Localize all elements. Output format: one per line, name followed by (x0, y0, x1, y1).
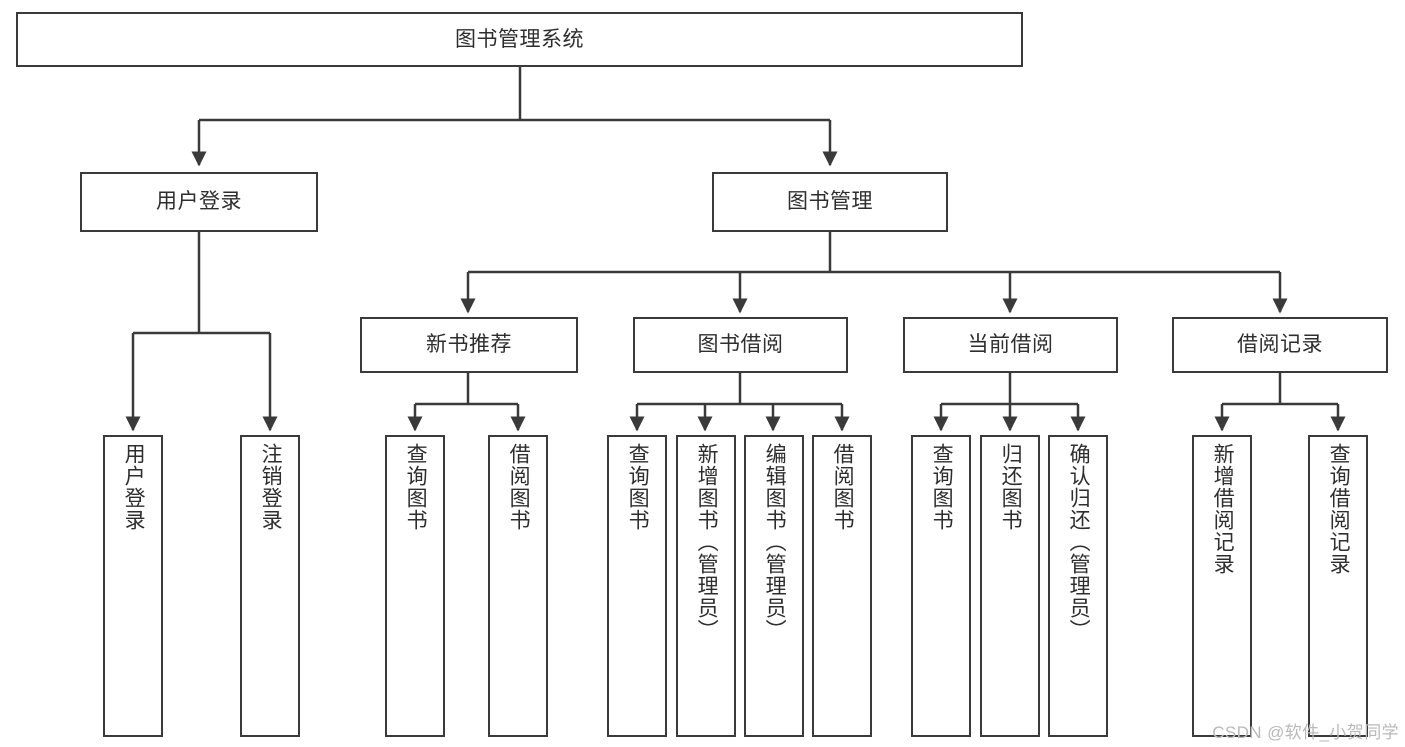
node-new-book-recommend-label: 新书推荐 (426, 333, 512, 357)
node-borrow-record-label: 借阅记录 (1237, 333, 1323, 357)
leaf-current-borrow-1[interactable]: 查询图书 (911, 435, 971, 737)
leaf-label: 借阅图书 (507, 443, 531, 531)
node-borrow-record[interactable]: 借阅记录 (1172, 317, 1388, 373)
leaf-new-book-2[interactable]: 借阅图书 (488, 435, 548, 737)
leaf-user-login-1[interactable]: 用户登录 (103, 435, 163, 737)
node-book-borrow-label: 图书借阅 (697, 333, 784, 357)
csdn-watermark: CSDN @软件_小贺同学 (1212, 723, 1399, 742)
leaf-label: 新增图书（管理员） (695, 443, 719, 641)
leaf-current-borrow-3[interactable]: 确认归还（管理员） (1048, 435, 1108, 737)
node-root[interactable]: 图书管理系统 (16, 12, 1023, 67)
leaf-label: 查询借阅记录 (1327, 443, 1351, 575)
leaf-label: 查询图书 (626, 443, 650, 531)
node-current-borrow-label: 当前借阅 (967, 333, 1054, 357)
leaf-user-login-2[interactable]: 注销登录 (240, 435, 300, 737)
node-book-borrow[interactable]: 图书借阅 (633, 317, 848, 373)
leaf-label: 用户登录 (122, 443, 146, 531)
node-current-borrow[interactable]: 当前借阅 (903, 317, 1118, 373)
leaf-label: 注销登录 (259, 443, 283, 531)
node-user-login[interactable]: 用户登录 (80, 172, 318, 232)
node-root-label: 图书管理系统 (455, 27, 584, 51)
leaf-label: 编辑图书（管理员） (763, 443, 787, 641)
leaf-label: 借阅图书 (831, 443, 855, 531)
leaf-book-borrow-4[interactable]: 借阅图书 (812, 435, 872, 737)
leaf-label: 归还图书 (999, 443, 1023, 531)
node-book-manage-label: 图书管理 (787, 190, 873, 214)
node-book-manage[interactable]: 图书管理 (712, 172, 948, 232)
leaf-current-borrow-2[interactable]: 归还图书 (980, 435, 1040, 737)
leaf-borrow-record-1[interactable]: 新增借阅记录 (1192, 435, 1252, 737)
node-new-book-recommend[interactable]: 新书推荐 (360, 317, 578, 373)
node-user-login-label: 用户登录 (156, 190, 242, 214)
leaf-book-borrow-3[interactable]: 编辑图书（管理员） (744, 435, 804, 737)
leaf-borrow-record-2[interactable]: 查询借阅记录 (1308, 435, 1368, 737)
leaf-new-book-1[interactable]: 查询图书 (385, 435, 445, 737)
leaf-book-borrow-1[interactable]: 查询图书 (607, 435, 667, 737)
leaf-label: 查询图书 (930, 443, 954, 531)
leaf-label: 查询图书 (404, 443, 428, 531)
leaf-label: 新增借阅记录 (1211, 443, 1235, 575)
leaf-book-borrow-2[interactable]: 新增图书（管理员） (676, 435, 736, 737)
leaf-label: 确认归还（管理员） (1067, 443, 1091, 641)
